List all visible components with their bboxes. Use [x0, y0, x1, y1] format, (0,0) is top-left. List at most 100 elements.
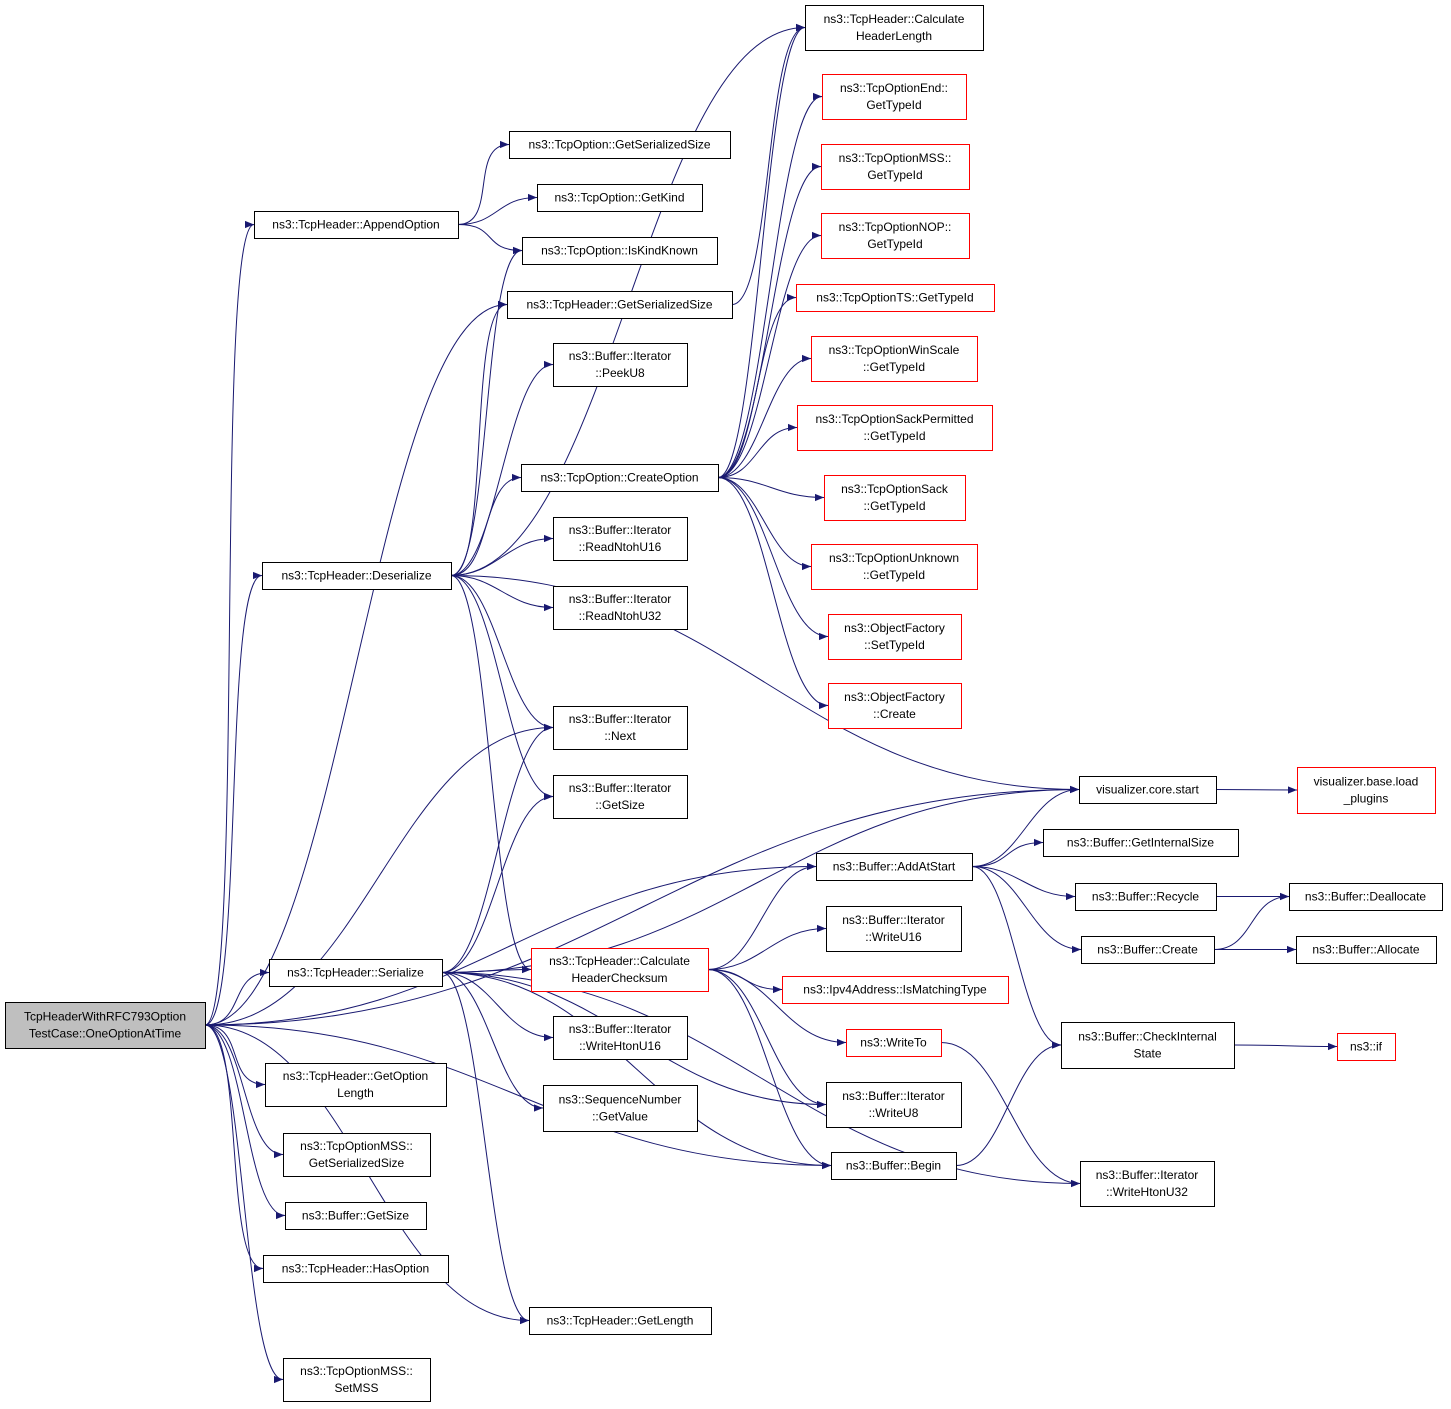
- node-label: ns3::Buffer::Iterator: [569, 523, 672, 537]
- node-wu16[interactable]: ns3::Buffer::Iterator::WriteU16: [826, 906, 962, 952]
- node-next[interactable]: ns3::Buffer::Iterator::Next: [553, 706, 688, 750]
- node-root[interactable]: TcpHeaderWithRFC793OptionTestCase::OneOp…: [5, 1002, 206, 1049]
- edge-path: [441, 792, 554, 973]
- node-hdrgss[interactable]: ns3::TcpHeader::GetSerializedSize: [507, 291, 733, 319]
- node-box: [1297, 767, 1436, 814]
- node-box: [826, 1082, 962, 1128]
- edge-path: [450, 575, 532, 974]
- node-unk[interactable]: ns3::TcpOptionUnknown::GetTypeId: [811, 544, 978, 590]
- node-label: ns3::TcpHeader::GetSerializedSize: [526, 298, 712, 312]
- node-label: ns3::Buffer::Recycle: [1092, 890, 1199, 904]
- call-edge-begin-checkint: [955, 1041, 1062, 1166]
- node-box: [269, 959, 443, 987]
- node-label: ::ReadNtohU32: [579, 609, 662, 623]
- node-sackp[interactable]: ns3::TcpOptionSackPermitted::GetTypeId: [797, 405, 993, 451]
- call-edge-root-deser: [204, 572, 263, 1026]
- node-ws[interactable]: ns3::TcpOptionWinScale::GetTypeId: [811, 336, 978, 382]
- node-box: [816, 853, 973, 881]
- edge-path: [204, 221, 255, 1026]
- node-mss[interactable]: ns3::TcpOptionMSS::GetTypeId: [821, 144, 970, 190]
- node-wh16[interactable]: ns3::Buffer::Iterator::WriteHtonU16: [553, 1016, 688, 1060]
- node-ipv4[interactable]: ns3::Ipv4Address::IsMatchingType: [782, 976, 1009, 1004]
- edge-path: [707, 969, 832, 1170]
- node-label: _plugins: [1343, 792, 1389, 806]
- node-append[interactable]: ns3::TcpHeader::AppendOption: [254, 211, 459, 239]
- node-label: ns3::ObjectFactory: [844, 690, 945, 704]
- node-dealloc[interactable]: ns3::Buffer::Deallocate: [1289, 883, 1443, 911]
- node-writeto[interactable]: ns3::WriteTo: [846, 1029, 942, 1057]
- node-ofset[interactable]: ns3::ObjectFactory::SetTypeId: [828, 614, 962, 660]
- node-bcreate[interactable]: ns3::Buffer::Create: [1081, 936, 1215, 964]
- node-sack[interactable]: ns3::TcpOptionSack::GetTypeId: [824, 475, 966, 521]
- node-label: ns3::Buffer::CheckInternal: [1078, 1030, 1217, 1044]
- node-setmss[interactable]: ns3::TcpOptionMSS::SetMSS: [283, 1358, 431, 1402]
- node-wu8[interactable]: ns3::Buffer::Iterator::WriteU8: [826, 1082, 962, 1128]
- call-edge-create-ts: [717, 293, 797, 478]
- node-label: ns3::Buffer::AddAtStart: [833, 860, 956, 874]
- call-edge-root-vstart: [204, 785, 1080, 1026]
- node-rn32[interactable]: ns3::Buffer::Iterator::ReadNtohU32: [553, 586, 688, 630]
- node-bufgs[interactable]: ns3::Buffer::GetSize: [285, 1202, 427, 1230]
- node-end[interactable]: ns3::TcpOptionEnd::GetTypeId: [822, 74, 967, 120]
- edge-path: [717, 477, 812, 571]
- node-label: ns3::Buffer::GetSize: [302, 1209, 409, 1223]
- edge-path: [707, 924, 827, 970]
- node-vstart[interactable]: visualizer.core.start: [1079, 776, 1217, 804]
- node-getlen[interactable]: ns3::TcpHeader::GetLength: [529, 1307, 712, 1335]
- node-label: ::PeekU8: [595, 366, 645, 380]
- node-box: [822, 74, 967, 120]
- node-ser[interactable]: ns3::TcpHeader::Serialize: [269, 959, 443, 987]
- node-nsif[interactable]: ns3::if: [1337, 1033, 1396, 1061]
- node-label: HeaderLength: [856, 29, 932, 43]
- node-wh32[interactable]: ns3::Buffer::Iterator::WriteHtonU32: [1080, 1161, 1215, 1207]
- node-optgss[interactable]: ns3::TcpOption::GetSerializedSize: [509, 131, 731, 159]
- node-optknown[interactable]: ns3::TcpOption::IsKindKnown: [522, 237, 718, 265]
- node-box: [796, 284, 995, 312]
- node-box: [265, 1063, 447, 1107]
- node-getint[interactable]: ns3::Buffer::GetInternalSize: [1043, 829, 1239, 857]
- call-edge-addstart-checkint: [971, 866, 1062, 1049]
- node-addstart[interactable]: ns3::Buffer::AddAtStart: [816, 853, 973, 881]
- node-box: [846, 1029, 942, 1057]
- node-optkind[interactable]: ns3::TcpOption::GetKind: [537, 184, 703, 212]
- call-edge-ser-vstart: [441, 785, 1080, 973]
- node-recycle[interactable]: ns3::Buffer::Recycle: [1075, 883, 1217, 911]
- node-ofcreate[interactable]: ns3::ObjectFactory::Create: [828, 683, 962, 729]
- node-label: ns3::TcpOptionWinScale: [829, 343, 960, 357]
- node-itgs[interactable]: ns3::Buffer::Iterator::GetSize: [553, 775, 688, 819]
- edge-path: [204, 1024, 832, 1170]
- node-create[interactable]: ns3::TcpOption::CreateOption: [521, 464, 719, 492]
- edge-path: [707, 969, 847, 1047]
- edge-path: [204, 723, 554, 1026]
- node-begin[interactable]: ns3::Buffer::Begin: [831, 1152, 957, 1180]
- node-box: [821, 213, 970, 259]
- node-label: ns3::Ipv4Address::IsMatchingType: [803, 983, 987, 997]
- node-mssgss[interactable]: ns3::TcpOptionMSS::GetSerializedSize: [283, 1133, 431, 1177]
- call-edge-create-sack: [717, 477, 825, 502]
- node-box: [5, 1002, 206, 1049]
- node-ts[interactable]: ns3::TcpOptionTS::GetTypeId: [796, 284, 995, 312]
- edge-path: [204, 1024, 286, 1220]
- edge-path: [204, 1024, 266, 1089]
- node-label: ns3::Buffer::Iterator: [569, 712, 672, 726]
- node-seqval[interactable]: ns3::SequenceNumber::GetValue: [543, 1085, 698, 1132]
- node-deser[interactable]: ns3::TcpHeader::Deserialize: [262, 562, 452, 590]
- node-label: ns3::Buffer::Iterator: [1096, 1168, 1199, 1182]
- edge-path: [450, 575, 554, 612]
- node-vload[interactable]: visualizer.base.load_plugins: [1297, 767, 1436, 814]
- node-hasopt[interactable]: ns3::TcpHeader::HasOption: [263, 1255, 449, 1283]
- node-nop[interactable]: ns3::TcpOptionNOP::GetTypeId: [821, 213, 970, 259]
- edge-path: [441, 785, 1080, 973]
- node-rn16[interactable]: ns3::Buffer::Iterator::ReadNtohU16: [553, 517, 688, 561]
- call-edge-deser-chksum: [450, 575, 532, 974]
- node-label: TestCase::OneOptionAtTime: [29, 1027, 182, 1041]
- node-label: GetSerializedSize: [309, 1156, 405, 1170]
- node-label: ns3::Buffer::Iterator: [569, 592, 672, 606]
- node-alloc[interactable]: ns3::Buffer::Allocate: [1296, 936, 1437, 964]
- node-peek[interactable]: ns3::Buffer::Iterator::PeekU8: [553, 343, 688, 387]
- call-edge-ser-wh16: [441, 972, 554, 1042]
